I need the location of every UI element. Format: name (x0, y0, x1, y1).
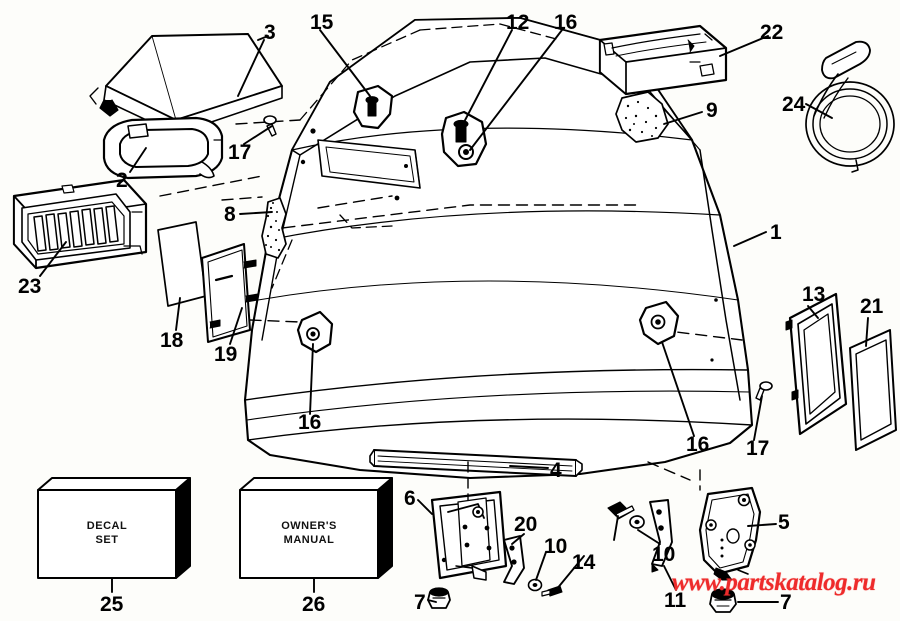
callout-16-lower-right: 16 (686, 433, 710, 456)
callout-26: 26 (302, 593, 326, 616)
callout-20: 20 (514, 513, 538, 536)
latch-assembly-lower-left-shape (296, 310, 334, 354)
lever-arm-shape (649, 499, 673, 573)
screw-small-left-shape (263, 115, 277, 137)
callout-12: 12 (506, 11, 530, 34)
callout-23: 23 (18, 275, 42, 298)
callout-13: 13 (802, 283, 826, 306)
clamp-bracket-left-shape (352, 84, 394, 130)
callout-17-right: 17 (746, 437, 770, 460)
callout-6: 6 (404, 487, 416, 510)
decal-set-box-label: DECAL SET (86, 520, 128, 546)
mounting-plate-shape (698, 486, 762, 581)
callout-7-left: 7 (414, 591, 426, 614)
starter-rope-shape (805, 40, 895, 173)
callout-9: 9 (706, 99, 718, 122)
support-bracket-shape (430, 490, 508, 581)
callout-24: 24 (782, 93, 806, 116)
retainer-plate-shape (201, 243, 259, 343)
seal-frame-small-shape (849, 329, 897, 451)
plate-gasket-shape (157, 221, 207, 307)
screw-small-right-shape (755, 381, 773, 401)
owners-manual-box-shape (239, 477, 393, 579)
callout-11: 11 (664, 589, 687, 612)
grommet-right-shape (709, 588, 737, 613)
callout-25: 25 (100, 593, 124, 616)
callout-14: 14 (572, 551, 596, 574)
callout-1: 1 (770, 221, 782, 244)
washer-right-shape (629, 515, 645, 529)
cowl-nameplate-recess (317, 139, 421, 189)
bolt-lower-shape (541, 585, 563, 597)
seal-pad-shape (615, 91, 669, 143)
callout-2: 2 (116, 169, 128, 192)
air-intake-grille-shape (12, 178, 148, 270)
callout-18: 18 (160, 329, 184, 352)
callout-16-upper: 16 (554, 11, 578, 34)
callout-5: 5 (778, 511, 790, 534)
owners-manual-box-label: OWNER'S MANUAL (281, 520, 337, 546)
callout-17-left: 17 (228, 141, 252, 164)
washer-left-shape (527, 578, 543, 592)
latch-assembly-upper-shape (440, 110, 488, 168)
site-watermark: www.partskatalog.ru (672, 569, 876, 596)
link-arm-shape (503, 535, 525, 585)
callout-10-left: 10 (544, 535, 568, 558)
grommet-left-shape (427, 587, 451, 609)
cover-gasket-ring-shape (102, 116, 224, 180)
trim-molding-strip-shape (369, 449, 583, 477)
upper-cover-panel-shape (89, 33, 283, 135)
callout-3: 3 (264, 21, 276, 44)
callout-7-right: 7 (780, 591, 792, 614)
callout-19: 19 (214, 343, 238, 366)
vent-box-shape (598, 24, 728, 96)
decal-set-box-shape (37, 477, 191, 579)
callout-21: 21 (860, 295, 884, 318)
bolt-shape (607, 501, 635, 520)
callout-22: 22 (760, 21, 784, 44)
latch-assembly-lower-right-shape (638, 300, 680, 346)
callout-10-right: 10 (652, 543, 676, 566)
seal-frame-large-shape (785, 292, 848, 436)
callout-4: 4 (550, 459, 562, 482)
callout-8: 8 (224, 203, 236, 226)
callout-16-lower-left: 16 (298, 411, 322, 434)
seal-strip-shape (261, 197, 287, 259)
callout-15: 15 (310, 11, 334, 34)
